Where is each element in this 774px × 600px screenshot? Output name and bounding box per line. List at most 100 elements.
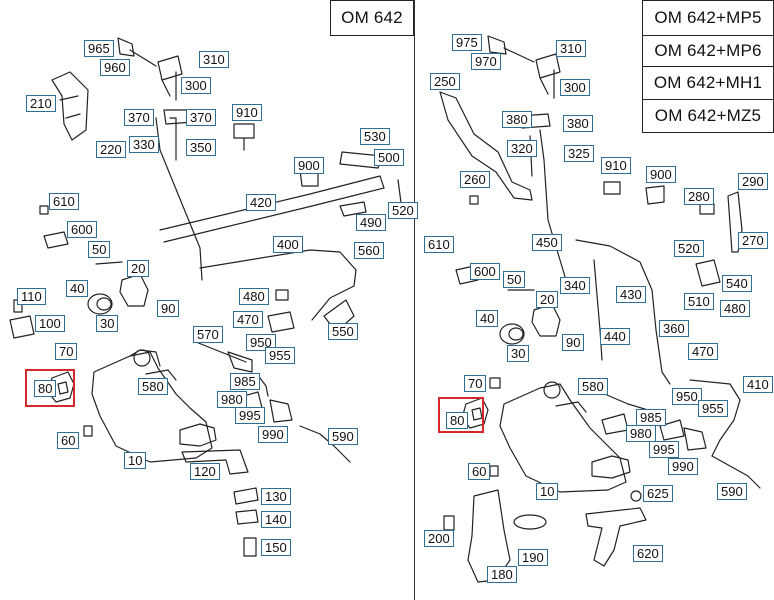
callout-965[interactable]: 965: [84, 40, 114, 57]
callout-80[interactable]: 80: [34, 380, 57, 397]
callout-120[interactable]: 120: [190, 463, 220, 480]
callout-40-r[interactable]: 40: [476, 310, 499, 327]
callout-480[interactable]: 480: [239, 288, 269, 305]
callout-90[interactable]: 90: [157, 300, 180, 317]
callout-530[interactable]: 530: [360, 128, 390, 145]
callout-950-r[interactable]: 950: [672, 388, 702, 405]
callout-520[interactable]: 520: [388, 202, 418, 219]
callout-220[interactable]: 220: [96, 141, 126, 158]
callout-330[interactable]: 330: [129, 136, 159, 153]
panel-divider: [414, 0, 415, 600]
callout-200[interactable]: 200: [424, 530, 454, 547]
callout-995[interactable]: 995: [235, 407, 265, 424]
callout-600-r[interactable]: 600: [470, 263, 500, 280]
callout-190[interactable]: 190: [518, 549, 548, 566]
callout-300-r[interactable]: 300: [560, 79, 590, 96]
callout-580[interactable]: 580: [138, 378, 168, 395]
callout-50-r[interactable]: 50: [503, 271, 526, 288]
callout-60-r[interactable]: 60: [468, 463, 491, 480]
callout-110[interactable]: 110: [17, 288, 46, 305]
callout-50[interactable]: 50: [88, 241, 111, 258]
callout-590[interactable]: 590: [328, 428, 358, 445]
callout-180[interactable]: 180: [487, 566, 517, 583]
callout-100[interactable]: 100: [35, 315, 65, 332]
callout-420[interactable]: 420: [246, 194, 276, 211]
callout-580-r[interactable]: 580: [578, 378, 608, 395]
callout-510[interactable]: 510: [684, 293, 714, 310]
callout-70[interactable]: 70: [55, 343, 78, 360]
callout-350[interactable]: 350: [186, 139, 216, 156]
callout-290[interactable]: 290: [738, 173, 768, 190]
callout-550[interactable]: 550: [328, 323, 358, 340]
callout-985[interactable]: 985: [230, 373, 260, 390]
callout-955-r[interactable]: 955: [698, 400, 728, 417]
callout-310[interactable]: 310: [199, 51, 229, 68]
callout-270[interactable]: 270: [738, 232, 768, 249]
callout-380-a[interactable]: 380: [502, 111, 532, 128]
callout-490[interactable]: 490: [356, 214, 386, 231]
callout-140[interactable]: 140: [261, 511, 291, 528]
callout-980[interactable]: 980: [217, 391, 247, 408]
callout-955[interactable]: 955: [265, 347, 295, 364]
callout-540[interactable]: 540: [722, 275, 752, 292]
callout-280[interactable]: 280: [684, 188, 714, 205]
callout-910-r[interactable]: 910: [601, 157, 631, 174]
callout-570[interactable]: 570: [193, 326, 223, 343]
callout-520-r[interactable]: 520: [674, 240, 704, 257]
callout-20-r[interactable]: 20: [536, 291, 559, 308]
callout-40[interactable]: 40: [66, 280, 89, 297]
callout-150[interactable]: 150: [261, 539, 291, 556]
callout-440[interactable]: 440: [600, 328, 630, 345]
callout-325[interactable]: 325: [564, 145, 594, 162]
callout-625[interactable]: 625: [643, 485, 673, 502]
callout-500[interactable]: 500: [374, 149, 404, 166]
callout-430[interactable]: 430: [616, 286, 646, 303]
callout-300[interactable]: 300: [181, 77, 211, 94]
callout-380-b[interactable]: 380: [563, 115, 593, 132]
callout-980-r[interactable]: 980: [626, 425, 656, 442]
callout-620[interactable]: 620: [633, 545, 663, 562]
callout-590-r[interactable]: 590: [717, 483, 747, 500]
callout-320[interactable]: 320: [507, 140, 537, 157]
callout-60[interactable]: 60: [57, 432, 80, 449]
callout-610-r[interactable]: 610: [424, 236, 454, 253]
callout-370-b[interactable]: 370: [186, 109, 216, 126]
callout-340[interactable]: 340: [560, 277, 590, 294]
callout-130[interactable]: 130: [261, 488, 291, 505]
callout-450[interactable]: 450: [532, 234, 562, 251]
callout-360[interactable]: 360: [659, 320, 689, 337]
callout-910[interactable]: 910: [232, 104, 262, 121]
callout-480-r[interactable]: 480: [720, 300, 750, 317]
callout-80-r[interactable]: 80: [446, 412, 469, 429]
callout-470[interactable]: 470: [233, 311, 263, 328]
callout-10[interactable]: 10: [124, 452, 147, 469]
callout-260[interactable]: 260: [460, 171, 490, 188]
callout-990[interactable]: 990: [258, 426, 288, 443]
callout-995-r[interactable]: 995: [649, 441, 679, 458]
callout-210[interactable]: 210: [26, 95, 56, 112]
callout-30-r[interactable]: 30: [507, 345, 530, 362]
callout-985-r[interactable]: 985: [636, 409, 666, 426]
callout-370-a[interactable]: 370: [124, 109, 154, 126]
callout-30[interactable]: 30: [96, 315, 119, 332]
callout-20[interactable]: 20: [127, 260, 150, 277]
callout-70-r[interactable]: 70: [464, 375, 487, 392]
callout-250[interactable]: 250: [430, 73, 460, 90]
callout-10-r[interactable]: 10: [536, 483, 559, 500]
callout-310-r[interactable]: 310: [556, 40, 586, 57]
callout-90-r[interactable]: 90: [562, 334, 585, 351]
callout-560[interactable]: 560: [354, 242, 384, 259]
callout-400[interactable]: 400: [273, 236, 303, 253]
callout-975[interactable]: 975: [452, 34, 482, 51]
callout-410[interactable]: 410: [743, 376, 773, 393]
callout-900-r[interactable]: 900: [646, 166, 676, 183]
callout-970[interactable]: 970: [471, 53, 501, 70]
callout-470-r[interactable]: 470: [688, 343, 718, 360]
callout-990-r[interactable]: 990: [668, 458, 698, 475]
callout-960[interactable]: 960: [100, 59, 130, 76]
callout-900[interactable]: 900: [294, 157, 324, 174]
egr-cooler-drawing: [91, 351, 213, 463]
callout-600[interactable]: 600: [67, 221, 97, 238]
callout-950[interactable]: 950: [246, 334, 276, 351]
callout-610[interactable]: 610: [49, 193, 79, 210]
